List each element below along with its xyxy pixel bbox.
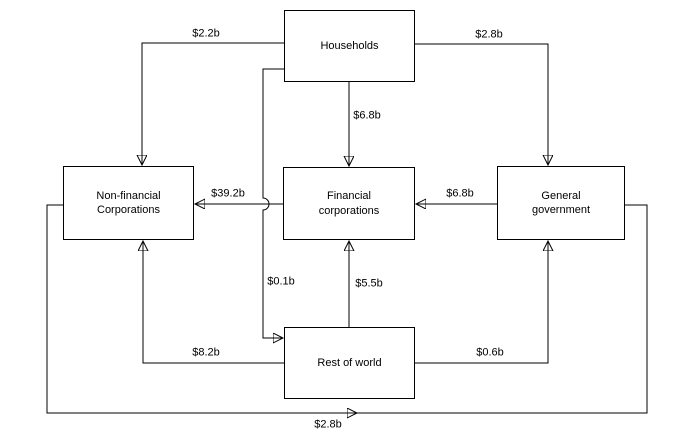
node-households: Households: [284, 10, 415, 82]
flow-label-households-to-government: $2.8b: [474, 28, 504, 41]
flow-label-households-to-rest-of-world: $0.1b: [266, 275, 296, 288]
node-general-government: General government: [497, 166, 625, 240]
node-non-financial-corporations: Non-financial Corporations: [63, 166, 194, 240]
node-rest-of-world: Rest of world: [284, 327, 415, 399]
flow-label-households-to-non-financial: $2.2b: [191, 27, 221, 40]
flow-households-to-government-line: [415, 43, 548, 165]
flow-rest-of-world-to-government-line: [415, 241, 548, 364]
flow-label-rest-of-world-to-financial: $5.5b: [354, 277, 384, 290]
flow-label-rest-of-world-to-non-financial: $8.2b: [191, 346, 221, 359]
node-financial-corporations: Financial corporations: [283, 167, 415, 240]
flow-label-government-to-financial: $6.8b: [445, 187, 475, 200]
flow-rest-of-world-to-non-financial-line: [143, 241, 284, 364]
flow-households-to-non-financial-line: [142, 42, 284, 165]
flow-label-non-financial-to-government: $2.8b: [313, 418, 343, 431]
flow-label-financial-to-non-financial: $39.2b: [210, 187, 246, 200]
flow-households-to-rest-of-world-line: [262, 68, 284, 338]
flow-label-rest-of-world-to-government: $0.6b: [475, 346, 505, 359]
flow-label-households-to-financial: $6.8b: [352, 109, 382, 122]
